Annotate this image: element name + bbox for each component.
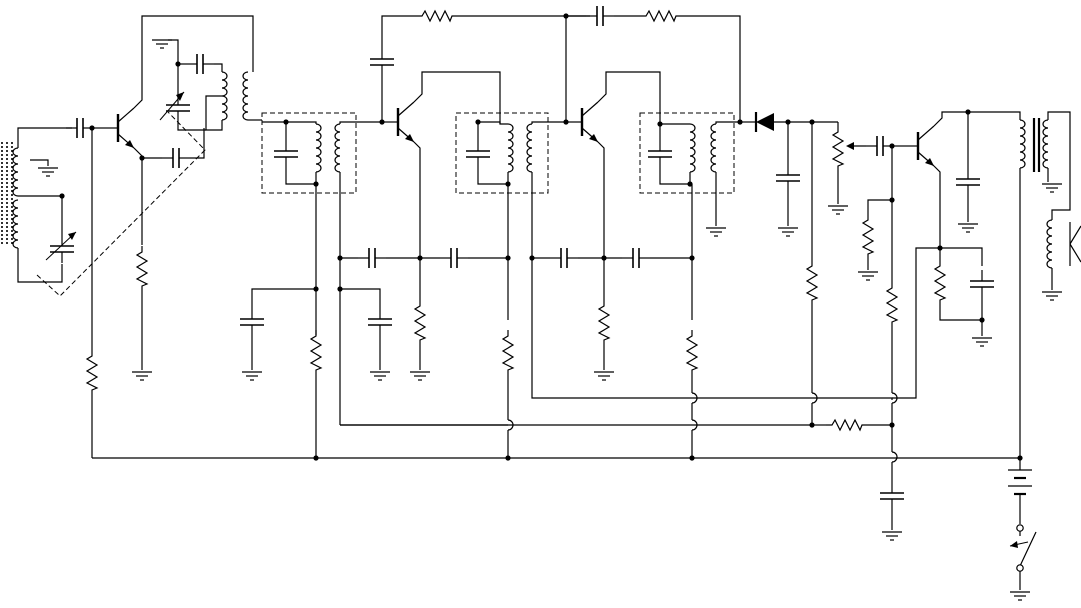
if-amplifier-2 xyxy=(529,6,740,380)
ferrite-rod-antenna xyxy=(2,128,76,282)
audio-amplifier-stage xyxy=(858,109,1020,540)
power-switch xyxy=(1010,525,1036,571)
if-transformer-2 xyxy=(456,113,892,458)
if-transformer-3 xyxy=(640,113,740,458)
volume-potentiometer xyxy=(833,126,843,170)
detector-diode xyxy=(756,113,774,131)
output-transformer xyxy=(1017,112,1081,461)
power-supply xyxy=(92,455,1036,600)
if-amplifier-1 xyxy=(337,11,590,425)
earphone xyxy=(1047,220,1081,268)
audio-transistor xyxy=(906,126,934,166)
if-transformer-1 xyxy=(240,113,382,458)
mixer-transistor xyxy=(106,108,134,148)
battery xyxy=(1008,470,1032,494)
detector-stage xyxy=(340,112,906,430)
